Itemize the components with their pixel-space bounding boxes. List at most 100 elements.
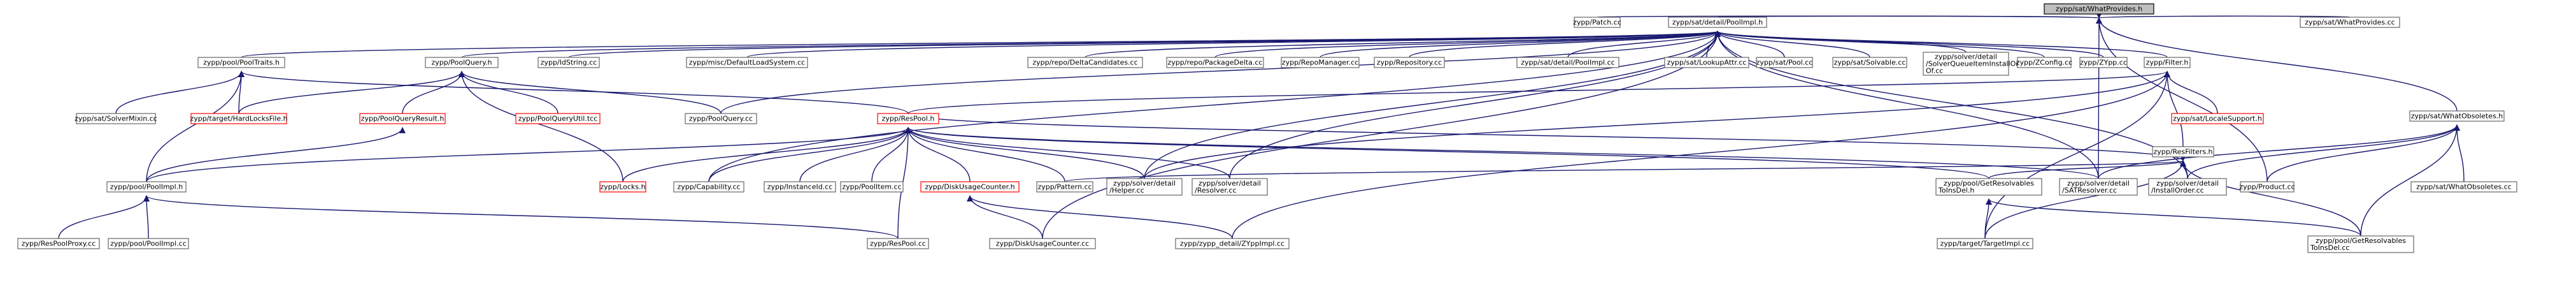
edge-helper_cc-to-filter_h: [1144, 71, 2170, 179]
node-poolimpl-pool-h[interactable]: zypp/pool/PoolImpl.h: [106, 181, 187, 193]
node-what-provides-cc[interactable]: zypp/sat/WhatProvides.cc: [2300, 17, 2400, 28]
node-pooltraits-h[interactable]: zypp/pool/PoolTraits.h: [197, 57, 285, 68]
node-delta-candidates-cc[interactable]: zypp/repo/DeltaCandidates.cc: [1027, 57, 1143, 68]
node-label: /InstallOrder.cc: [2151, 186, 2204, 195]
node-instanceid-cc[interactable]: zypp/InstanceId.cc: [764, 181, 836, 193]
node-zyppimpl-cc[interactable]: zypp/zypp_detail/ZYppImpl.cc: [1175, 238, 1290, 249]
node-lookup-attr-cc[interactable]: zypp/sat/LookupAttr.cc: [1664, 57, 1749, 68]
node-label: zypp/sat/SolverMixin.cc: [75, 115, 157, 123]
node-poolimpl-cc[interactable]: zypp/sat/detail/PoolImpl.cc: [1516, 57, 1619, 68]
node-box: [1832, 57, 1907, 68]
node-label: /SolverQueueItemInstallOne: [1926, 60, 2025, 68]
node-box: [2044, 3, 2154, 15]
node-box: [76, 113, 156, 124]
node-default-load-system-cc[interactable]: zypp/misc/DefaultLoadSystem.cc: [686, 57, 808, 68]
node-sat-pool-cc[interactable]: zypp/sat/Pool.cc: [1756, 57, 1813, 68]
node-disk-usage-counter-h[interactable]: zypp/DiskUsageCounter.h: [920, 181, 1020, 193]
node-label: zypp/Locks.h: [600, 183, 645, 191]
node-solver-queue-item[interactable]: zypp/solver/detail/SolverQueueItemInstal…: [1923, 52, 2025, 76]
node-box: [685, 113, 757, 124]
node-box: [2144, 57, 2191, 68]
edges: [58, 11, 2465, 239]
node-box: [1756, 57, 1813, 68]
edge-package_delta_cc-to-poolimpl_h: [1214, 31, 1721, 58]
node-label: zypp/sat/detail/PoolImpl.h: [1672, 18, 1763, 27]
edge-filter_h-to-poolimpl_h: [1714, 31, 2168, 58]
node-label: zypp/sat/WhatObsoletes.h: [2411, 112, 2503, 121]
node-resfilters-h[interactable]: zypp/ResFilters.h: [2152, 146, 2214, 158]
node-label: zypp/pool/GetResolvables: [2316, 237, 2406, 245]
node-box: [2059, 178, 2138, 196]
edge-poolquery_cc-to-poolquery_h: [459, 71, 722, 114]
node-box: [2152, 146, 2214, 158]
edge-capability_cc-to-poolimpl_h: [708, 31, 1721, 182]
edge-poolquery_result_h-to-poolquery_h: [402, 71, 465, 114]
node-poolquery-h[interactable]: zypp/PoolQuery.h: [425, 57, 499, 68]
node-label: zypp/pool/PoolImpl.h: [110, 183, 183, 191]
edge-instanceid_cc-to-respool_h: [799, 127, 911, 182]
node-disk-usage-counter-cc[interactable]: zypp/DiskUsageCounter.cc: [989, 238, 1096, 249]
edge-install_order_cc-to-what_obsoletes_h: [2187, 124, 2460, 179]
node-poolquery-result-h[interactable]: zypp/PoolQueryResult.h: [359, 113, 446, 124]
node-poolquery-util-tcc[interactable]: zypp/PoolQueryUtil.tcc: [515, 113, 601, 124]
node-zconfig-cc[interactable]: zypp/ZConfig.cc: [2016, 57, 2072, 68]
node-label: zypp/Patch.cc: [1573, 18, 1621, 27]
edge-helper_cc-to-respool_h: [905, 127, 1145, 179]
node-helper-cc[interactable]: zypp/solver/detail/Helper.cc: [1106, 178, 1183, 196]
node-repo-manager-cc[interactable]: zypp/RepoManager.cc: [1281, 57, 1360, 68]
node-idstring-cc[interactable]: zypp/IdString.cc: [537, 57, 600, 68]
node-satresolver-cc[interactable]: zypp/solver/detail/SATResolver.cc: [2059, 178, 2138, 196]
edge-get_resolvables_cc-to-get_resolvables_h: [1986, 198, 2361, 237]
edge-resfilters_h-to-filter_h: [2164, 71, 2184, 147]
node-pattern-cc[interactable]: zypp/Pattern.cc: [1036, 181, 1093, 193]
node-product-cc[interactable]: zypp/Product.cc: [2239, 181, 2295, 193]
node-box: [1574, 17, 1621, 28]
node-box: [1166, 57, 1264, 68]
node-capability-cc[interactable]: zypp/Capability.cc: [673, 181, 744, 193]
node-install-order-cc[interactable]: zypp/solver/detail/InstallOrder.cc: [2148, 178, 2227, 196]
node-what-provides-h[interactable]: zypp/sat/WhatProvides.h: [2044, 3, 2154, 15]
node-filter-h[interactable]: zypp/Filter.h: [2144, 57, 2191, 68]
edge-respool_h-to-pooltraits_h: [238, 71, 909, 114]
node-what-obsoletes-cc[interactable]: zypp/sat/WhatObsoletes.cc: [2410, 181, 2517, 193]
node-resolver-cc[interactable]: zypp/solver/detail/Resolver.cc: [1192, 178, 1268, 196]
node-label: zypp/RepoManager.cc: [1282, 59, 1358, 67]
node-package-delta-cc[interactable]: zypp/repo/PackageDelta.cc: [1166, 57, 1264, 68]
node-box: [599, 181, 646, 193]
edge-locks_h-to-respool_h: [622, 127, 911, 182]
node-label: zypp/pool/PoolTraits.h: [203, 59, 280, 67]
node-box: [2171, 113, 2264, 124]
node-box: [840, 181, 904, 193]
node-box: [106, 181, 187, 193]
node-repository-cc[interactable]: zypp/Repository.cc: [1374, 57, 1445, 68]
node-poolquery-cc[interactable]: zypp/PoolQuery.cc: [685, 113, 757, 124]
node-pool-poolimpl-cc[interactable]: zypp/pool/PoolImpl.cc: [108, 238, 189, 249]
node-zypp-cc[interactable]: zypp/ZYpp.cc: [2079, 57, 2128, 68]
edge-locale_support_h-to-filter_h: [2164, 71, 2218, 114]
node-label: zypp/sat/Pool.cc: [1756, 59, 1813, 67]
node-label: zypp/Product.cc: [2239, 183, 2295, 191]
node-box: [989, 238, 1096, 249]
node-solver-mixin-cc[interactable]: zypp/sat/SolverMixin.cc: [75, 113, 157, 124]
node-poolimpl-h[interactable]: zypp/sat/detail/PoolImpl.h: [1668, 17, 1767, 28]
node-poolitem-cc[interactable]: zypp/PoolItem.cc: [840, 181, 904, 193]
node-target-impl-cc[interactable]: zypp/target/TargetImpl.cc: [1937, 238, 2033, 249]
edge-poolimpl_pool_h-to-poolquery_result_h: [146, 127, 406, 182]
node-locale-support-h[interactable]: zypp/sat/LocaleSupport.h: [2171, 113, 2264, 124]
node-label: zypp/ResFilters.h: [2153, 148, 2212, 156]
node-label: zypp/Capability.cc: [677, 183, 740, 191]
node-what-obsoletes-h[interactable]: zypp/sat/WhatObsoletes.h: [2409, 110, 2505, 122]
node-respool-proxy-cc[interactable]: zypp/ResPoolProxy.cc: [17, 238, 100, 249]
node-box: [197, 57, 285, 68]
node-solvable-cc[interactable]: zypp/sat/Solvable.cc: [1832, 57, 1907, 68]
node-patch-cc[interactable]: zypp/Patch.cc: [1573, 17, 1621, 28]
node-respool-cc[interactable]: zypp/ResPool.cc: [867, 238, 929, 249]
node-respool-h[interactable]: zypp/ResPool.h: [877, 113, 939, 124]
node-label: /Resolver.cc: [1195, 186, 1237, 195]
node-label: zypp/ResPoolProxy.cc: [22, 240, 96, 248]
node-hard-locks-file-h[interactable]: zypp/target/HardLocksFile.h: [190, 113, 288, 124]
node-locks-h[interactable]: zypp/Locks.h: [599, 181, 646, 193]
node-box: [2017, 57, 2072, 68]
